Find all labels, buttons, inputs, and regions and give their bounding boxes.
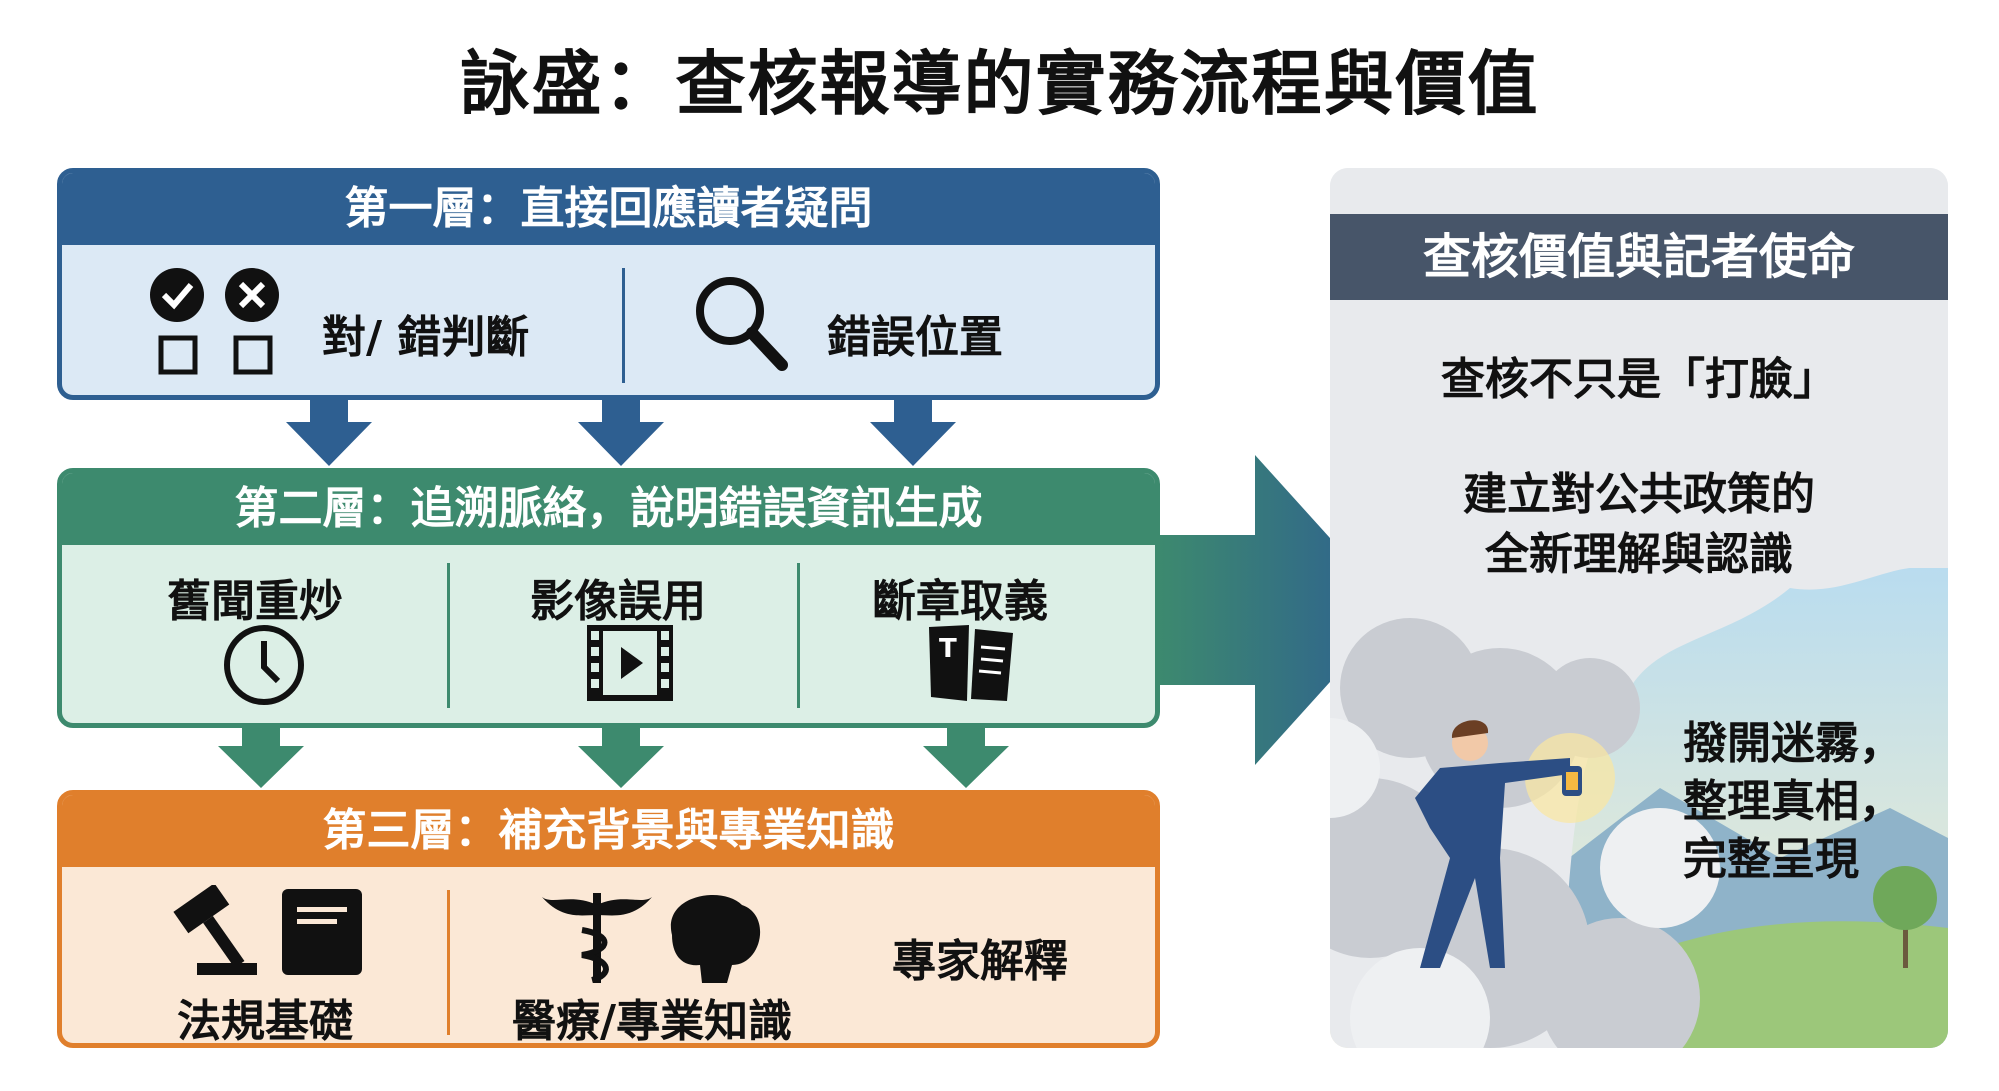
layer3-box: 第三層：補充背景與專業知識 法規基礎 醫療/專業知識 專家解釋 bbox=[57, 790, 1160, 1048]
page-title: 詠盛：查核報導的實務流程與價值 bbox=[459, 43, 1540, 125]
panel-line3b: 整理真相， bbox=[1683, 776, 1903, 827]
layer3-item-label: 醫療/專業知識 bbox=[512, 996, 793, 1047]
panel-line3a: 撥開迷霧， bbox=[1683, 718, 1903, 769]
layer3-item-label: 法規基礎 bbox=[177, 996, 353, 1047]
layer2-box: 第二層：追溯脈絡，說明錯誤資訊生成 舊聞重炒 影像誤用 斷章取義 T bbox=[57, 468, 1160, 728]
journalist-figure bbox=[1415, 720, 1582, 968]
layer1-item-label: 對/ 錯判斷 bbox=[322, 312, 530, 363]
down-arrows-blue bbox=[286, 400, 956, 466]
layer1-item-label: 錯誤位置 bbox=[827, 312, 1003, 363]
fog-landscape-illustration bbox=[1330, 168, 1948, 1048]
layer3-item-label: 專家解釋 bbox=[892, 936, 1068, 987]
clock-icon bbox=[224, 625, 304, 705]
panel-line3: 撥開迷霧， 整理真相， 完整呈現 bbox=[1683, 715, 1903, 889]
magnifier-icon bbox=[696, 277, 788, 371]
panel-line3c: 完整呈現 bbox=[1683, 834, 1859, 885]
caduceus-brain-icon bbox=[542, 893, 761, 983]
panel-line1: 查核不只是「打臉」 bbox=[1441, 354, 1837, 405]
gavel-book-icon bbox=[173, 885, 362, 975]
layer2-item-label: 斷章取義 bbox=[872, 576, 1048, 627]
layer1-box: 第一層：直接回應讀者疑問 對/ 錯判斷 錯誤位置 bbox=[57, 168, 1160, 400]
svg-text:T: T bbox=[939, 634, 957, 664]
film-icon bbox=[587, 625, 673, 701]
layer2-header: 第二層：追溯脈絡，說明錯誤資訊生成 bbox=[62, 473, 1155, 545]
flow-arrow-right bbox=[1155, 455, 1395, 765]
layer1-header: 第一層：直接回應讀者疑問 bbox=[62, 173, 1155, 245]
panel-header: 查核價值與記者使命 bbox=[1330, 214, 1948, 300]
torn-document-icon: T bbox=[929, 625, 1013, 701]
mission-panel: 查核價值與記者使命 bbox=[1330, 168, 1948, 1048]
panel-line2a: 建立對公共政策的 bbox=[1463, 469, 1815, 520]
down-arrows-green bbox=[218, 728, 1009, 788]
check-cross-icon bbox=[150, 268, 279, 375]
layer2-item-label: 舊聞重炒 bbox=[167, 576, 343, 627]
layer2-item-label: 影像誤用 bbox=[530, 576, 706, 627]
panel-line2b: 全新理解與認識 bbox=[1485, 529, 1793, 580]
layer3-header: 第三層：補充背景與專業知識 bbox=[62, 795, 1155, 867]
